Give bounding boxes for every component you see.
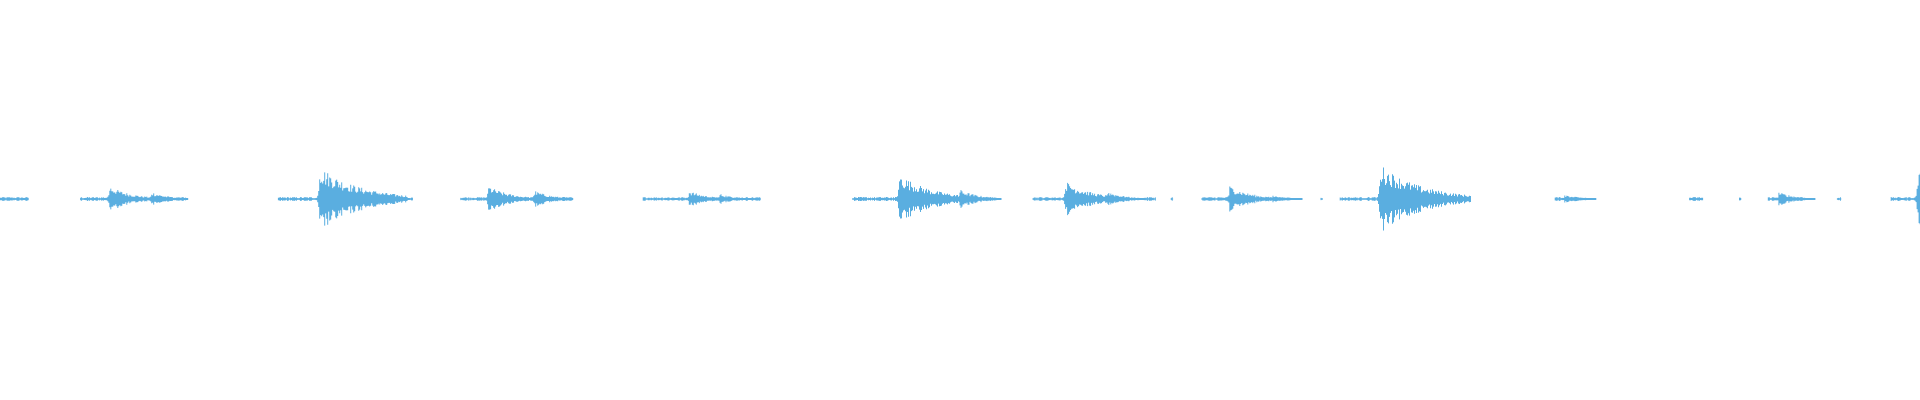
waveform-samples (1554, 195, 1597, 203)
waveform-samples (80, 188, 189, 210)
waveform-segments (0, 167, 1920, 231)
waveform-segment (1689, 197, 1704, 201)
waveform-segment (1890, 173, 1920, 225)
waveform-segment (852, 179, 1002, 219)
waveform-samples (460, 188, 574, 210)
waveform-segment (1554, 195, 1597, 203)
waveform-segment (1836, 197, 1842, 201)
waveform-samples (1032, 182, 1146, 216)
waveform-samples (1689, 197, 1704, 201)
waveform-samples (1170, 197, 1173, 201)
waveform-samples (277, 172, 413, 226)
waveform-samples (1767, 192, 1816, 206)
waveform-samples (1143, 197, 1156, 201)
waveform-segment (1339, 167, 1471, 231)
waveform-segment (1032, 182, 1146, 216)
waveform-samples (1201, 186, 1303, 212)
waveform-samples (0, 197, 29, 201)
waveform-segment (0, 197, 29, 201)
waveform-samples (1320, 197, 1323, 201)
waveform-samples (1339, 167, 1471, 231)
waveform-samples (1890, 173, 1920, 225)
waveform-samples (1739, 197, 1741, 201)
waveform-samples (642, 192, 761, 206)
waveform-segment (80, 188, 189, 210)
waveform-segment (1739, 197, 1742, 201)
waveform-segment (277, 172, 413, 226)
waveform-segment (460, 188, 574, 210)
waveform-segment (1201, 186, 1303, 212)
waveform-samples (852, 179, 1002, 219)
waveform-segment (1143, 197, 1156, 201)
waveform-segment (1170, 197, 1174, 201)
waveform-segment (642, 192, 761, 206)
waveform-segment (1767, 192, 1816, 206)
waveform-segment (1320, 197, 1323, 201)
waveform-samples (1836, 197, 1841, 201)
